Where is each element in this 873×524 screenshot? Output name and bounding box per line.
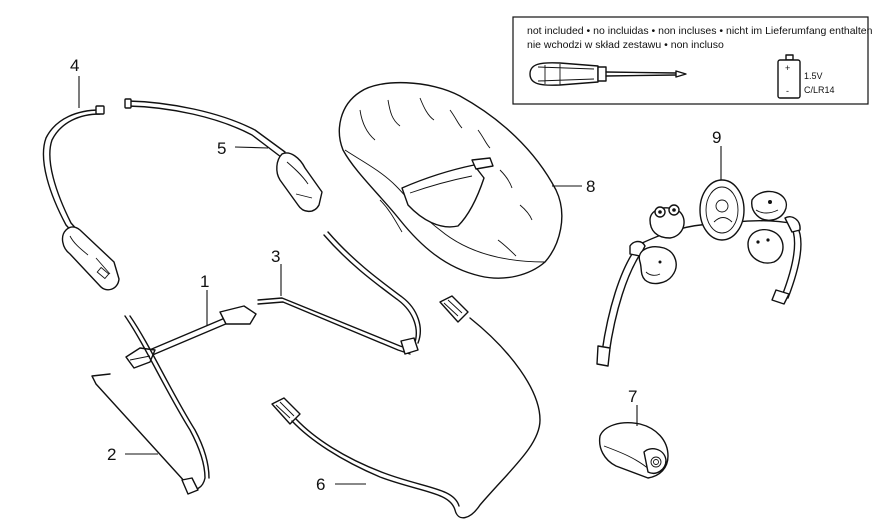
part-5-arm (124, 98, 323, 213)
callout-3: 3 (271, 247, 280, 266)
battery-icon: + - 1.5V C/LR14 (777, 54, 835, 99)
part-2-leg (91, 315, 210, 495)
callout-8: 8 (586, 177, 595, 196)
callout-6: 6 (316, 475, 325, 494)
not-included-line-1: not included • no incluidas • non inclus… (527, 25, 873, 37)
not-included-box: not included • no incluidas • non inclus… (512, 16, 873, 105)
battery-voltage: 1.5V (804, 71, 823, 81)
part-4-arm (42, 105, 120, 291)
callout-4: 4 (70, 56, 79, 75)
battery-minus-sign: - (786, 86, 789, 96)
part-8-seat (338, 81, 563, 279)
callout-2: 2 (107, 445, 116, 464)
part-9-toy-bar (596, 179, 802, 367)
callout-1: 1 (200, 272, 209, 291)
screwdriver-icon (529, 62, 687, 86)
part-3-leg (257, 231, 421, 355)
callout-5: 5 (217, 139, 226, 158)
battery-plus-sign: + (785, 63, 790, 73)
part-6-cord (271, 295, 541, 519)
battery-type: C/LR14 (804, 85, 835, 95)
callout-9: 9 (712, 128, 721, 147)
not-included-line-2: nie wchodzi w skład zestawu • non inclus… (527, 39, 724, 51)
callout-7: 7 (628, 387, 637, 406)
part-1-bar (125, 305, 257, 369)
part-7-battery-box (598, 422, 669, 479)
